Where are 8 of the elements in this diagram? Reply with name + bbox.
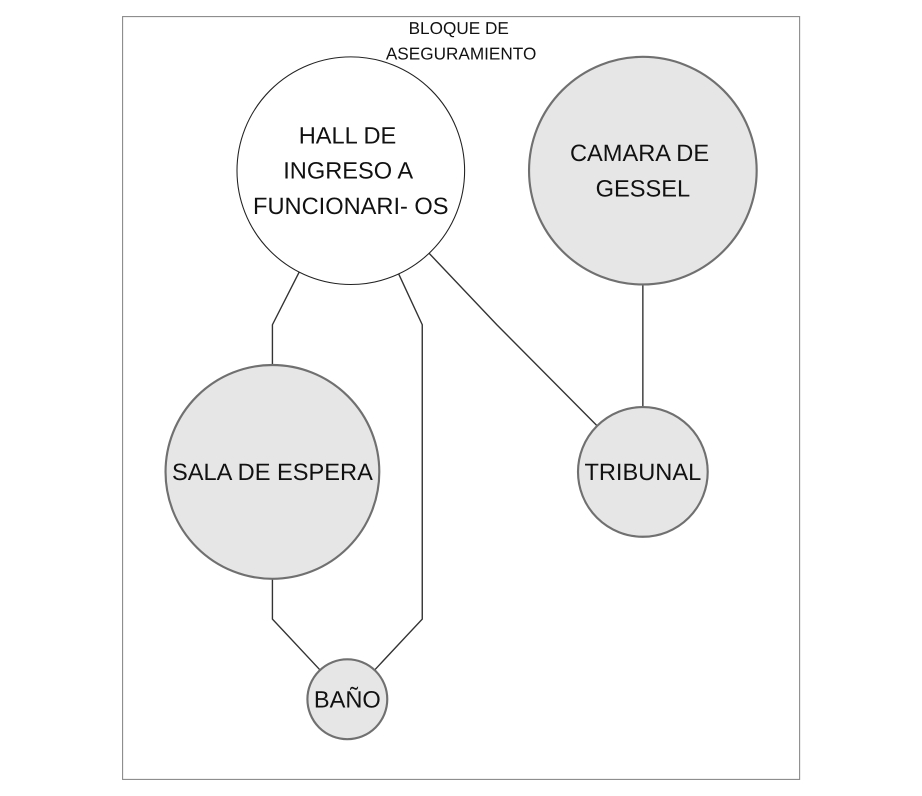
node-circle: BAÑO [306, 658, 388, 740]
node-circle: TRIBUNAL [576, 406, 709, 538]
connector [642, 284, 644, 408]
connector [272, 272, 300, 365]
connector [272, 578, 320, 671]
connector [374, 274, 423, 671]
node-circle: SALA DE ESPERA [164, 364, 380, 580]
connector [428, 252, 598, 426]
